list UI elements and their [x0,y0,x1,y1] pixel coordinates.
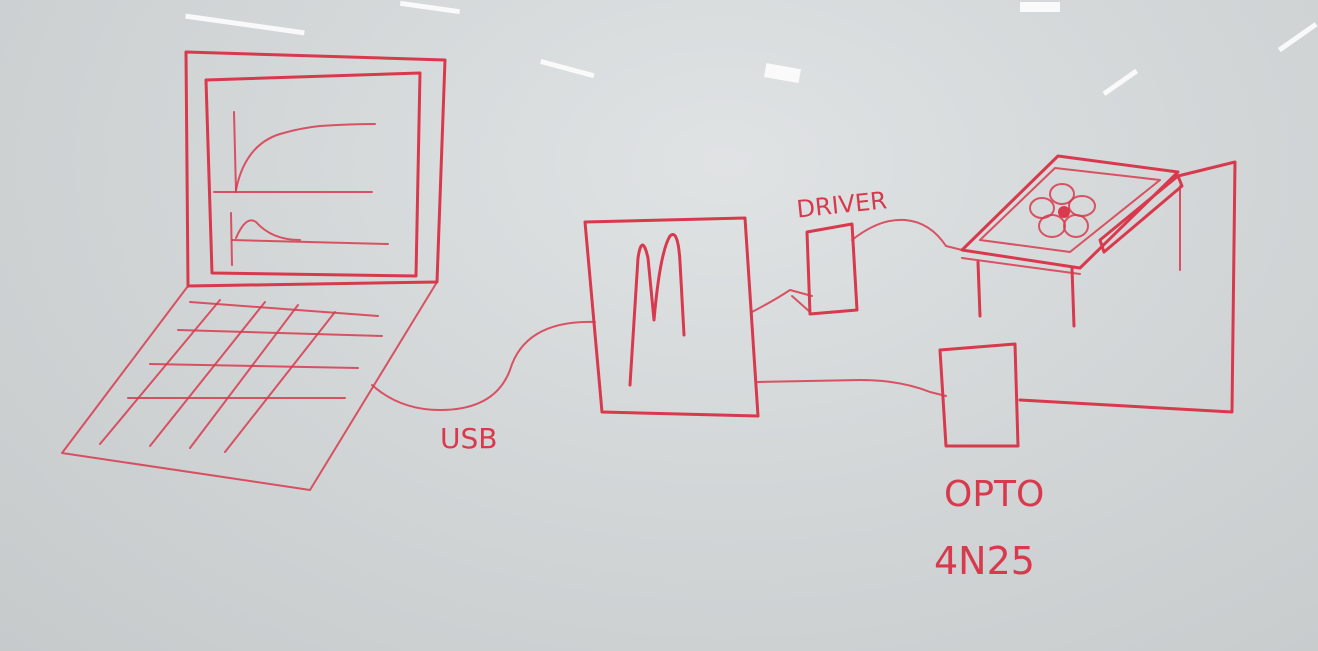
usb-label: USB [440,422,497,455]
usb-cable [371,320,596,411]
driver-to-fan-wire [851,218,963,251]
opto-label: OPTO [944,474,1044,515]
microcontroller-box [583,216,760,418]
driver-label: DRIVER [795,186,888,223]
mcu-to-driver-wire [751,289,813,313]
fan-platform [960,154,1237,414]
driver-box [791,222,859,316]
opto-box [938,342,1020,448]
mcu-to-opto-wire [757,379,947,397]
laptop-icon [61,50,447,491]
fan-icon [1029,183,1096,238]
light-reflections [185,0,1318,96]
part-number-label: 4N25 [934,539,1035,583]
